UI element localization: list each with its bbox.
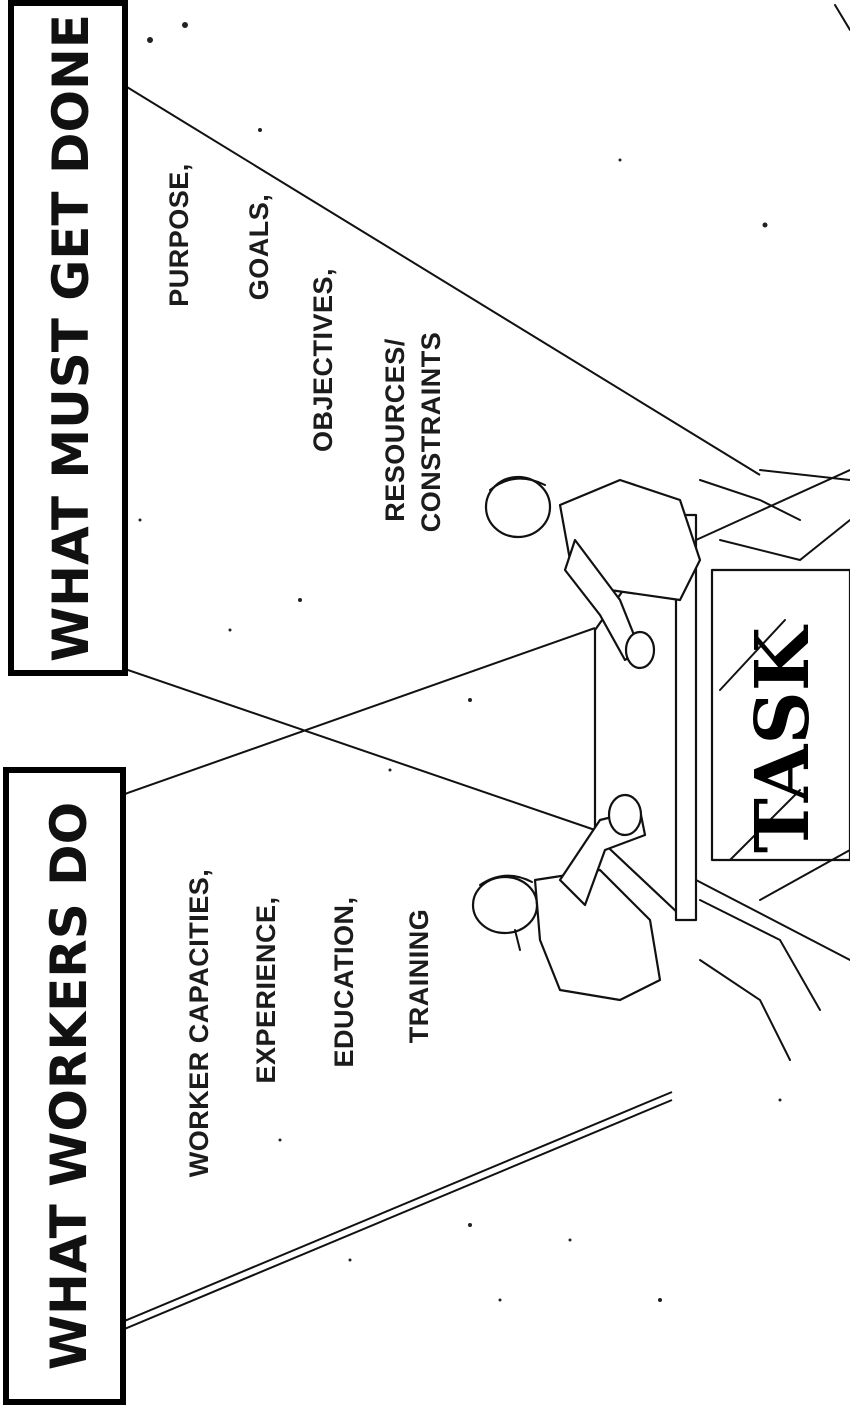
task-label: TASK <box>740 624 826 853</box>
worker-factor-item: EDUCATION, <box>329 897 359 1068</box>
task-requirements-box: WHAT MUST GET DONE <box>8 0 128 676</box>
workers-box-title: WHAT WORKERS DO <box>40 802 98 1370</box>
workers-box-frame <box>3 767 126 1405</box>
worker-factor-item: TRAINING <box>404 909 434 1044</box>
worker-factor-item: EXPERIENCE, <box>251 896 281 1083</box>
requirement-item: CONSTRAINTS <box>416 332 446 533</box>
supervisor-figure <box>484 469 850 670</box>
workers-box: WHAT WORKERS DO <box>3 767 126 1405</box>
table-base <box>710 568 850 862</box>
task-requirements-box-frame <box>8 0 128 676</box>
worker-factors-list: WORKER CAPACITIES, EXPERIENCE, EDUCATION… <box>184 869 434 1178</box>
task-requirements-list: PURPOSE, GOALS, OBJECTIVES, RESOURCES/ C… <box>164 163 446 532</box>
requirement-item: RESOURCES/ <box>380 338 410 522</box>
scan-specks <box>138 4 850 1302</box>
worker-factor-item: WORKER CAPACITIES, <box>184 869 214 1178</box>
requirement-item: OBJECTIVES, <box>308 268 338 452</box>
perspective-rays <box>121 83 761 1331</box>
task-requirements-box-title: WHAT MUST GET DONE <box>42 14 100 662</box>
requirement-item: PURPOSE, <box>164 163 194 307</box>
requirement-item: GOALS, <box>244 194 274 301</box>
worker-figure <box>471 793 850 1061</box>
